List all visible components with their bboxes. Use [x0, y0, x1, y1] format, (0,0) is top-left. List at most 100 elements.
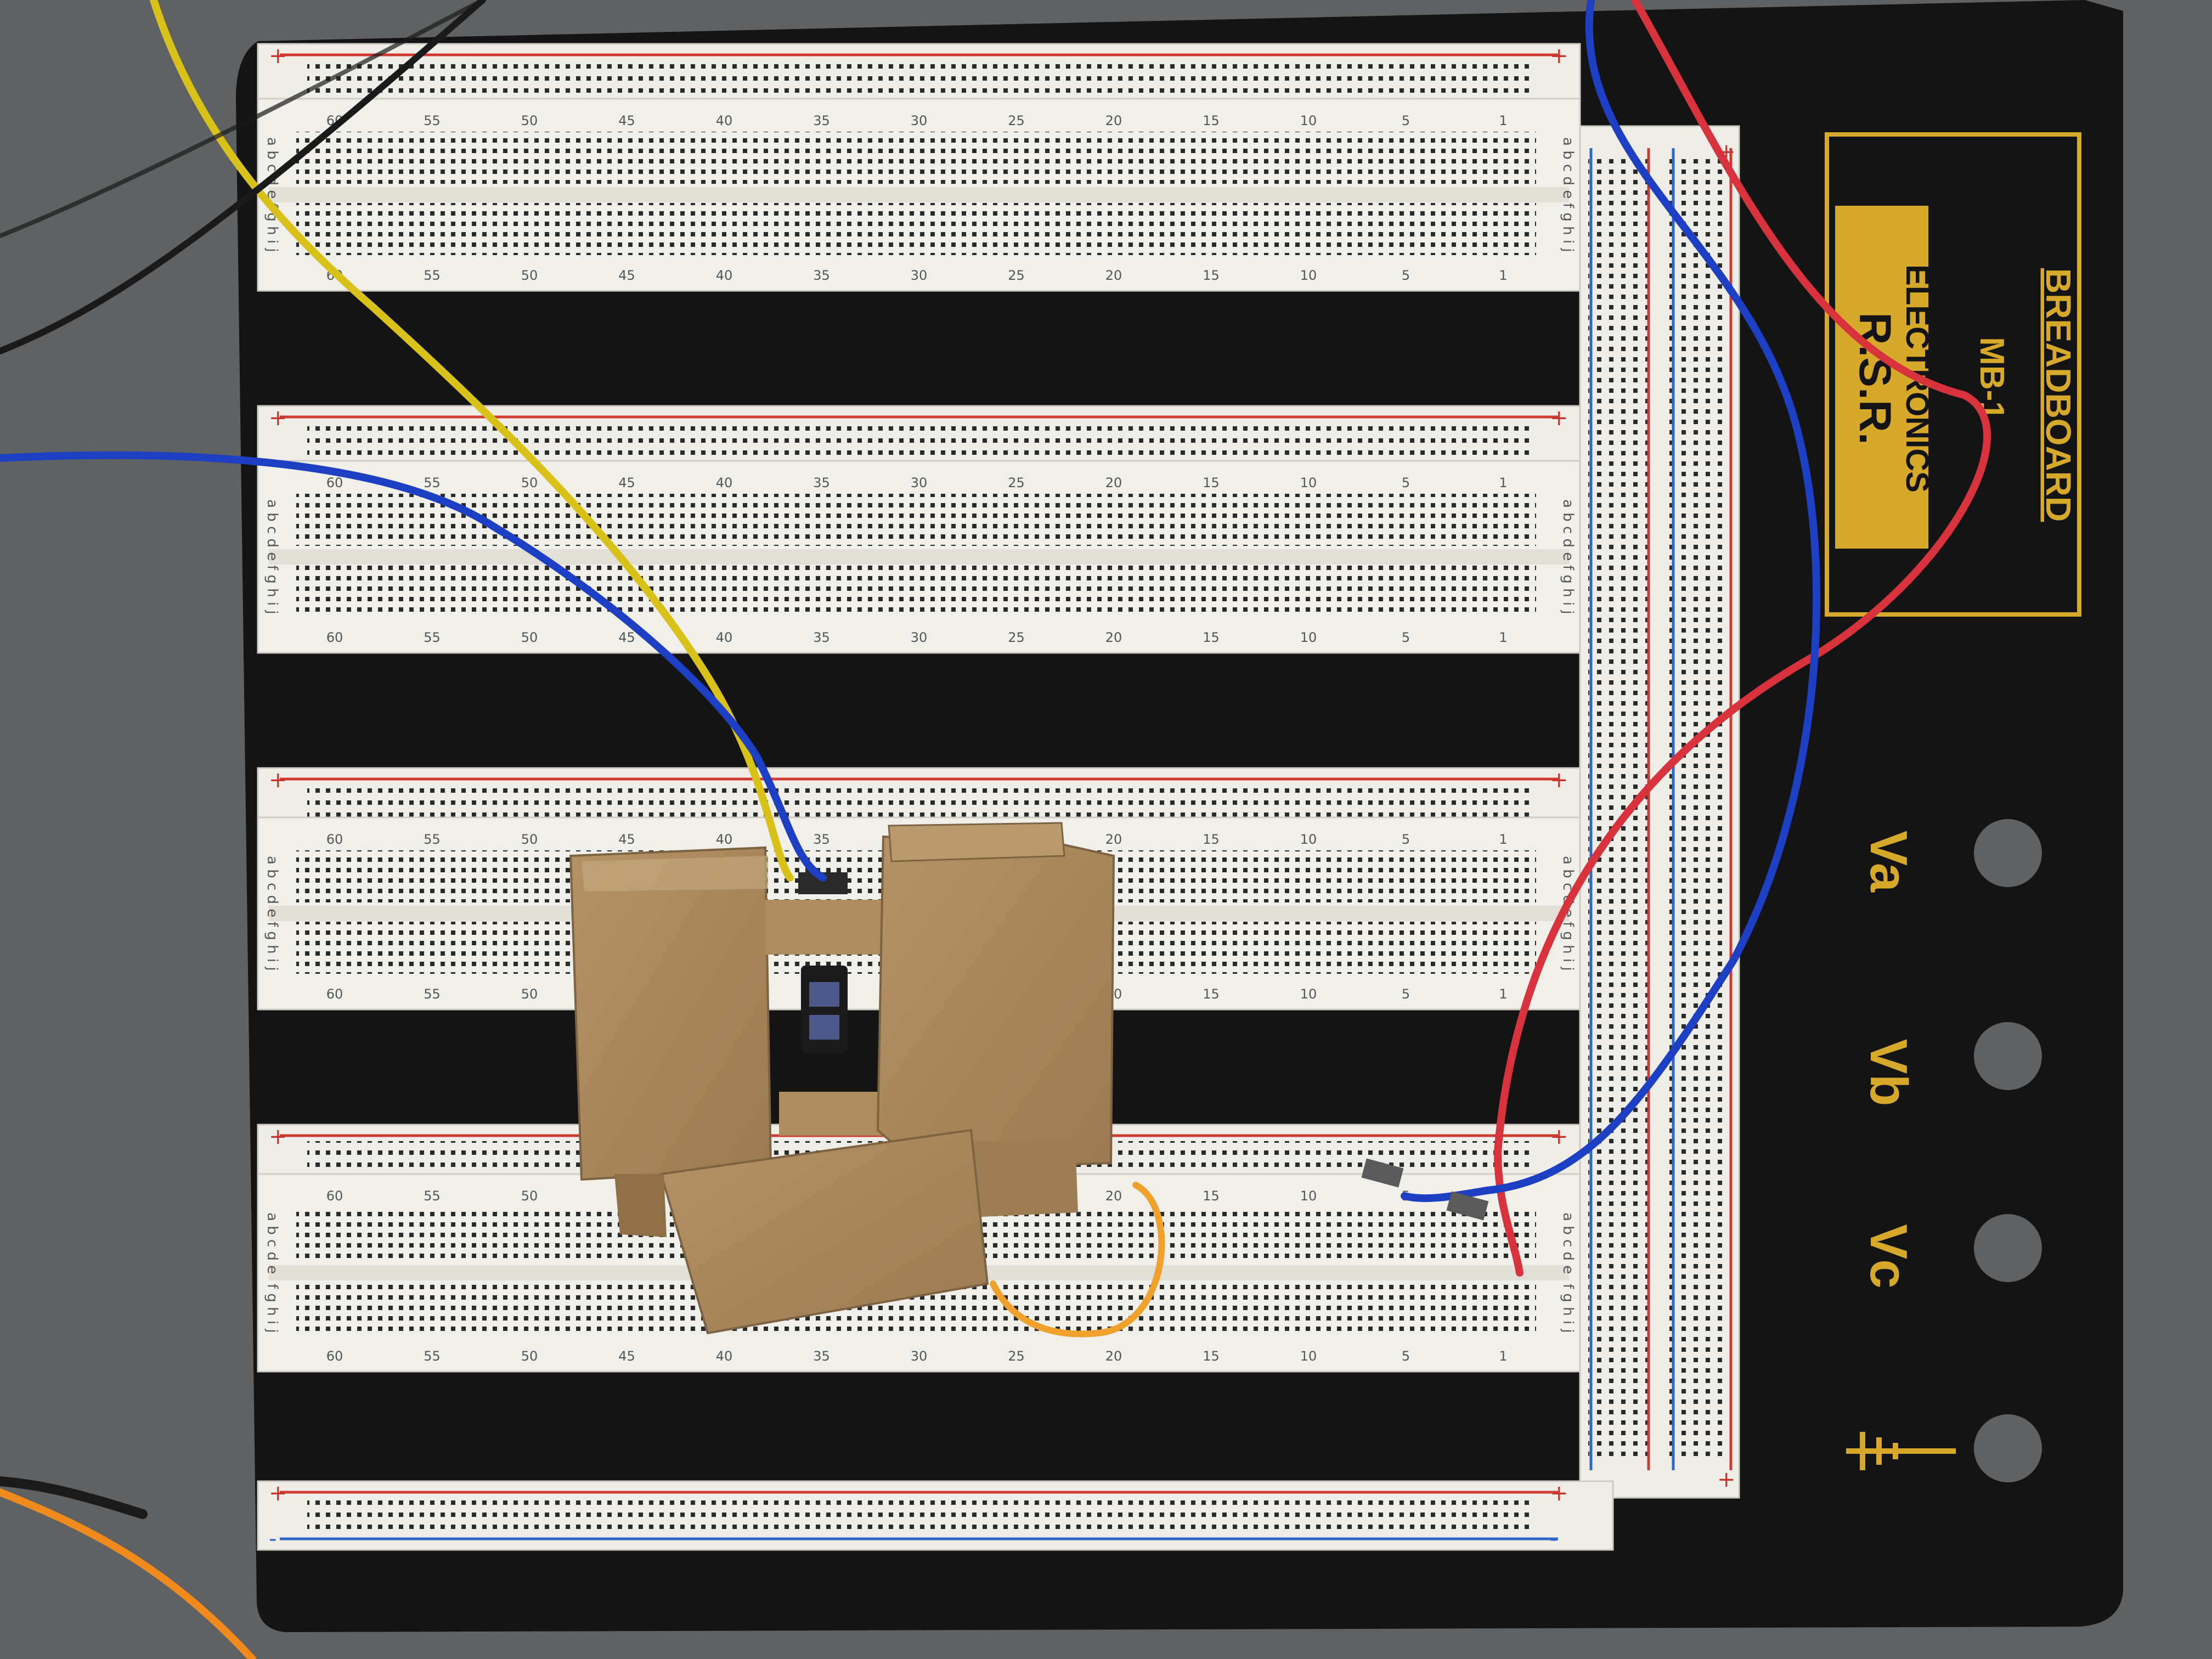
rail-plus-sign: +	[269, 43, 287, 69]
center-channel	[269, 187, 1569, 202]
ground-icon	[1846, 1432, 1956, 1470]
column-number: 30	[911, 475, 928, 490]
column-number: 55	[424, 832, 441, 847]
row-letters-fghij: f g h i j	[1560, 922, 1576, 971]
red-wire	[1493, 0, 1991, 1277]
column-number: 15	[1203, 630, 1220, 645]
column-number: 25	[1008, 113, 1025, 128]
center-channel	[269, 549, 1569, 565]
column-number: 60	[326, 475, 343, 490]
column-number: 15	[1203, 1188, 1220, 1204]
row-letters-fghij: f g h i j	[264, 922, 280, 971]
column-number: 20	[1105, 832, 1122, 847]
rail-holes	[307, 422, 1531, 459]
wire-connectors	[1361, 1158, 1489, 1221]
column-number: 50	[521, 475, 538, 490]
rail-holes	[307, 1498, 1531, 1534]
column-number: 1	[1499, 475, 1507, 490]
column-number: 55	[424, 630, 441, 645]
column-number: 15	[1203, 986, 1220, 1002]
column-number: 20	[1105, 630, 1122, 645]
row-letters-abcde: a b c d e	[1560, 499, 1576, 561]
row-letters-abcde: a b c d e	[1560, 1212, 1576, 1274]
column-number: 30	[911, 113, 928, 128]
column-number: 55	[424, 113, 441, 128]
rail-plus-sign: +	[269, 1481, 287, 1506]
terminal-hole-va[interactable]	[1974, 819, 2042, 887]
column-number: 45	[618, 475, 635, 490]
blue-wire-left	[0, 451, 827, 882]
column-number: 55	[424, 268, 441, 283]
column-number: 40	[716, 832, 733, 847]
terminal-hole-vc[interactable]	[1974, 1214, 2042, 1282]
column-number: 20	[1105, 475, 1122, 490]
holes-fghij	[296, 203, 1536, 255]
row-letters-abcde: a b c d e	[264, 1212, 280, 1274]
column-number: 40	[716, 113, 733, 128]
column-number: 25	[1008, 268, 1025, 283]
column-number: 5	[1402, 832, 1410, 847]
column-number: 55	[424, 1348, 441, 1364]
column-number: 20	[1105, 113, 1122, 128]
jumper-wires	[0, 0, 1991, 1659]
rail-holes	[307, 60, 1531, 97]
column-number: 1	[1499, 268, 1507, 283]
column-number: 40	[716, 268, 733, 283]
column-number: 50	[521, 1348, 538, 1364]
column-number: 35	[813, 268, 830, 283]
column-number: 1	[1499, 832, 1507, 847]
terminal-hole-ground[interactable]	[1974, 1414, 2042, 1482]
column-number: 35	[813, 1348, 830, 1364]
row-letters-fghij: f g h i j	[1560, 203, 1576, 252]
yellow-wire	[150, 0, 794, 882]
column-number: 60	[326, 630, 343, 645]
cardboard-enclosure	[569, 822, 1115, 1218]
row-letters-abcde: a b c d e	[264, 856, 280, 917]
rail-minus-sign: -	[1550, 1526, 1558, 1551]
column-number: 15	[1203, 268, 1220, 283]
column-number: 55	[424, 475, 441, 490]
orange-wire-bottom	[0, 1488, 256, 1659]
rail-plus-sign: +	[1550, 405, 1568, 431]
column-number: 5	[1402, 630, 1410, 645]
column-number: 5	[1402, 1348, 1410, 1364]
orange-wire	[990, 1182, 1165, 1338]
terminal-label-vc: Vc	[1859, 1224, 1918, 1288]
column-number: 15	[1203, 832, 1220, 847]
column-number: 20	[1105, 1348, 1122, 1364]
column-number: 20	[1105, 268, 1122, 283]
column-number: 30	[911, 1348, 928, 1364]
column-number: 35	[813, 630, 830, 645]
vertical-power-rails: + +	[1579, 125, 1740, 1499]
column-number: 40	[716, 630, 733, 645]
blue-wire-right	[1401, 0, 1821, 1203]
column-number: 35	[813, 832, 830, 847]
column-number: 5	[1402, 986, 1410, 1002]
sensor-module	[798, 872, 848, 1053]
column-number: 10	[1300, 475, 1317, 490]
column-number: 10	[1300, 630, 1317, 645]
column-number: 55	[424, 986, 441, 1002]
row-letters-abcde: a b c d e	[264, 499, 280, 561]
column-number: 40	[716, 475, 733, 490]
column-number: 30	[911, 268, 928, 283]
rail-plus-sign: +	[1550, 1124, 1568, 1149]
column-number: 1	[1499, 1348, 1507, 1364]
holes-fghij	[296, 565, 1536, 617]
column-number: 50	[521, 630, 538, 645]
column-number: 45	[618, 1348, 635, 1364]
terminal-hole-vb[interactable]	[1974, 1022, 2042, 1090]
column-number: 10	[1300, 268, 1317, 283]
cardboard-flap	[614, 1128, 989, 1335]
product-name: BREADBOARD	[2039, 268, 2078, 522]
column-number: 50	[521, 832, 538, 847]
row-letters-fghij: f g h i j	[264, 565, 280, 614]
column-number: 30	[911, 630, 928, 645]
column-number: 15	[1203, 475, 1220, 490]
column-number: 45	[618, 268, 635, 283]
vrail-plus-bottom: +	[1717, 1467, 1736, 1492]
column-number: 15	[1203, 113, 1220, 128]
column-number: 60	[326, 1188, 343, 1204]
column-number: 25	[1008, 1348, 1025, 1364]
